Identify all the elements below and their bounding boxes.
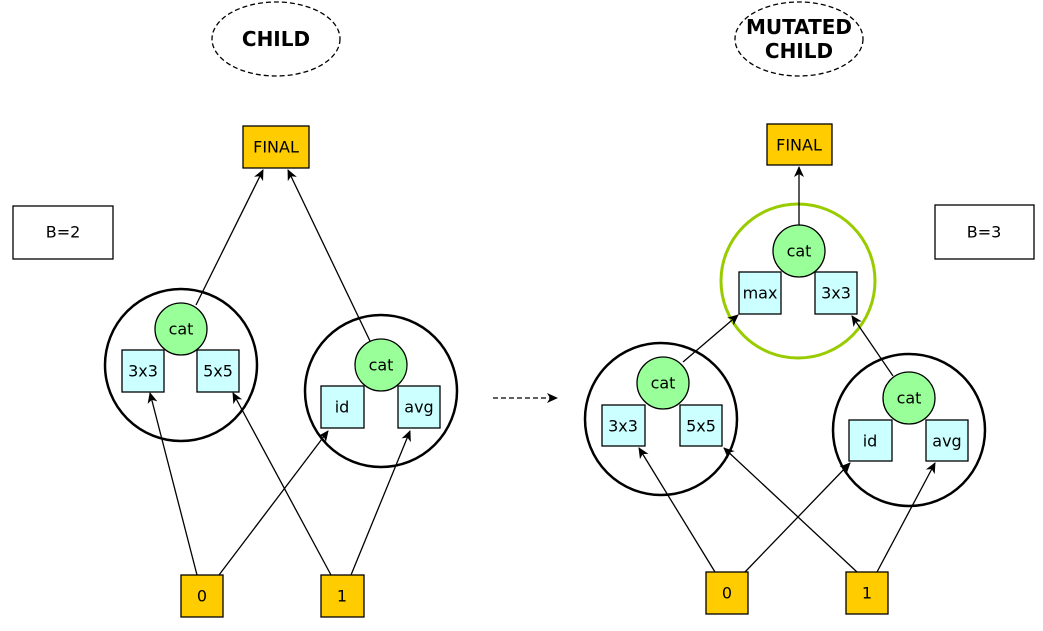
- mutated-cell: max 3x3 cat: [719, 202, 877, 360]
- input-label: 0: [722, 584, 732, 603]
- combine-node: [154, 302, 208, 356]
- op-label: max: [743, 284, 778, 303]
- op-label: 5x5: [203, 362, 233, 381]
- op-node: [601, 404, 646, 447]
- op-node: [397, 385, 441, 429]
- cell-1: 3x3 5x5 cat: [583, 341, 739, 497]
- op-label: 5x5: [686, 417, 716, 436]
- cell-2: id avg cat: [831, 352, 987, 508]
- mutated-title-ellipse: [734, 1, 864, 77]
- combine-label: cat: [169, 320, 194, 339]
- combine-node: [354, 338, 408, 392]
- b-label: B=3: [967, 223, 1002, 242]
- mutated-child-graph: MUTATED CHILD FINAL B=3 max 3x3 cat 3x3 …: [583, 1, 1035, 615]
- final-label: FINAL: [253, 138, 299, 157]
- cell-2: id avg cat: [303, 313, 459, 469]
- input-node-0: [180, 574, 224, 618]
- child-title-ellipse: [211, 1, 341, 77]
- mutated-title-line2: CHILD: [765, 39, 833, 63]
- op-node: [196, 349, 240, 393]
- edges: [638, 166, 936, 573]
- op-node: [121, 349, 165, 393]
- input-label: 1: [862, 584, 872, 603]
- op-label: 3x3: [608, 417, 638, 436]
- child-graph: CHILD FINAL B=2 3x3 5x5 cat id avg cat 0…: [12, 1, 459, 618]
- child-title: CHILD: [242, 27, 310, 51]
- b-label: B=2: [46, 223, 81, 242]
- op-label: avg: [932, 432, 961, 451]
- op-node: [925, 419, 969, 462]
- combine-label: cat: [897, 389, 922, 408]
- mutated-title-line1: MUTATED: [746, 15, 852, 39]
- op-node: [320, 385, 365, 429]
- edges: [147, 169, 411, 576]
- op-label: 3x3: [128, 362, 158, 381]
- final-node: [242, 125, 310, 169]
- op-node: [738, 271, 782, 315]
- final-node: [766, 123, 833, 166]
- combine-label: cat: [369, 356, 394, 375]
- op-label: id: [863, 432, 878, 451]
- input-node-1: [320, 574, 365, 618]
- combine-label: cat: [787, 242, 812, 261]
- input-node-1: [845, 571, 889, 615]
- combine-node: [636, 356, 690, 410]
- op-node: [679, 404, 723, 447]
- op-label: id: [335, 398, 350, 417]
- input-label: 1: [337, 587, 347, 606]
- input-node-0: [705, 571, 749, 615]
- combine-label: cat: [651, 374, 676, 393]
- input-label: 0: [197, 587, 207, 606]
- b-box: [934, 204, 1035, 260]
- cell-1: 3x3 5x5 cat: [103, 287, 259, 443]
- op-label: avg: [404, 398, 433, 417]
- final-label: FINAL: [776, 136, 822, 155]
- op-label: 3x3: [821, 284, 851, 303]
- combine-node: [882, 371, 936, 425]
- b-box: [12, 205, 114, 260]
- op-node: [814, 271, 858, 315]
- op-node: [848, 419, 893, 462]
